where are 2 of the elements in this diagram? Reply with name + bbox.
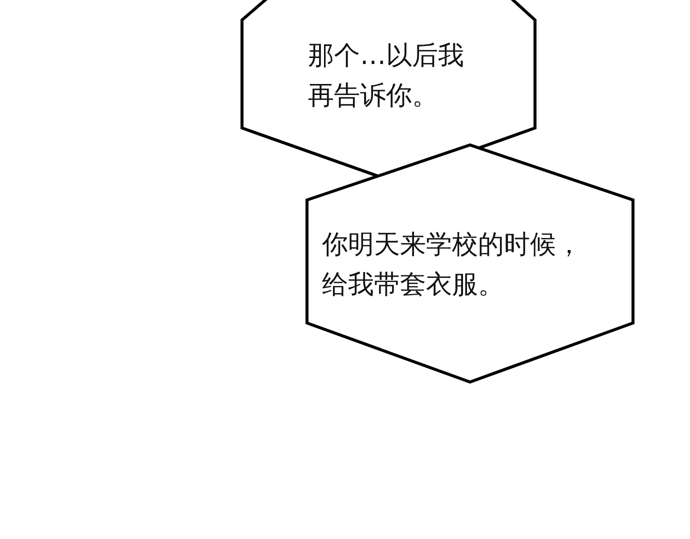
dialogue-text: 你明天来学校的时候，给我带套衣服。 bbox=[322, 229, 583, 302]
dialogue-text: 那个…以后我再告诉你。 bbox=[308, 40, 465, 113]
